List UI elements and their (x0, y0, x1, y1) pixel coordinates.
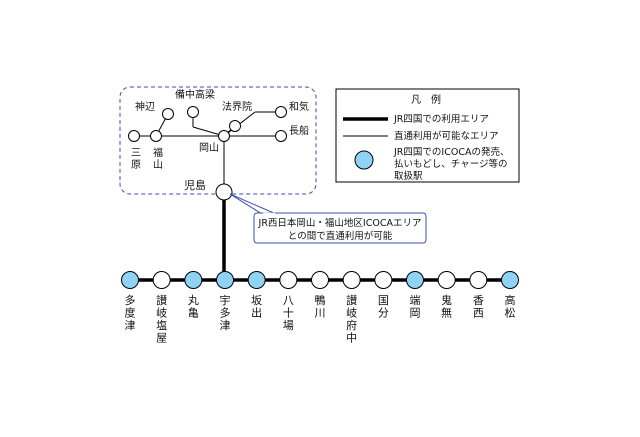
station-label-2: 讃岐塩屋 (156, 294, 167, 345)
station-node-kamitabe (162, 108, 174, 120)
station-node-8 (342, 271, 361, 289)
station-node-wake (275, 106, 287, 118)
station-node-okayama (218, 130, 230, 142)
station-node-kojima (215, 183, 233, 201)
callout-box (253, 212, 427, 244)
station-label-bitchu-takahashi: 備中高梁 (175, 88, 215, 101)
station-node-4 (216, 271, 234, 289)
okayama-area-frame (119, 86, 317, 195)
station-label-sanbara: 三原 (131, 148, 141, 171)
station-node-6 (279, 271, 298, 289)
callout-line-2: との間で直通利用が可能 (288, 230, 393, 242)
station-label-hokaiin: 法界院 (222, 100, 252, 113)
station-node-3 (184, 271, 203, 289)
station-label-5: 坂出 (251, 294, 262, 320)
callout: JR西日本岡山・福山地区ICOCAエリア との間で直通利用が可能 (229, 193, 427, 244)
station-label-4: 宇多津 (220, 294, 231, 332)
station-node-fukuyama (150, 130, 162, 142)
legend-ic-station-line-1: JR四国でのICOCAの発売、 (393, 146, 509, 158)
station-label-11: 鬼無 (441, 293, 452, 320)
legend-thick-line-label: JR四国での利用エリア (393, 113, 489, 125)
station-label-7: 鴨川 (315, 293, 326, 320)
station-label-10: 端岡 (410, 294, 421, 320)
station-label-kojima: 児島 (184, 178, 206, 192)
station-label-osafune: 長船 (289, 124, 309, 137)
station-node-13 (501, 271, 519, 289)
legend-ic-station-line-2: 払いもどし、チャージ等の (394, 158, 508, 170)
station-label-okayama: 岡山 (199, 142, 219, 154)
station-node-sanbara (128, 130, 140, 142)
station-node-2 (152, 271, 171, 289)
legend-ic-station-sample (354, 150, 374, 170)
station-node-10 (406, 271, 424, 289)
station-label-9: 国分 (378, 294, 389, 320)
station-label-8: 讃岐府中 (346, 294, 357, 345)
legend-thin-line-label: 直通利用が可能なエリア (394, 130, 499, 142)
station-label-kamitabe: 神辺 (135, 100, 155, 113)
station-label-6: 八十場 (283, 294, 294, 332)
station-label-12: 香西 (473, 294, 484, 320)
station-node-12 (469, 271, 488, 289)
callout-line-1: JR西日本岡山・福山地区ICOCAエリア (258, 217, 422, 229)
station-node-5 (247, 271, 266, 289)
station-label-wake: 和気 (289, 100, 309, 113)
station-node-osafune (275, 130, 287, 142)
okayama-area-stations (128, 106, 287, 201)
station-node-9 (374, 271, 393, 289)
station-node-hokaiin (229, 120, 241, 132)
legend-title: 凡 例 (411, 93, 441, 106)
station-label-13: 高松 (505, 293, 516, 320)
callout-pointer (229, 193, 277, 215)
station-node-1 (121, 271, 139, 289)
station-node-7 (311, 271, 329, 289)
station-label-fukuyama: 福山 (153, 146, 163, 171)
station-node-11 (437, 271, 456, 289)
station-label-3: 丸亀 (188, 294, 199, 320)
legend-ic-station-line-3: 取扱駅 (394, 170, 423, 182)
station-node-bitchu-takahashi (187, 106, 199, 118)
station-label-1: 多度津 (125, 293, 136, 332)
